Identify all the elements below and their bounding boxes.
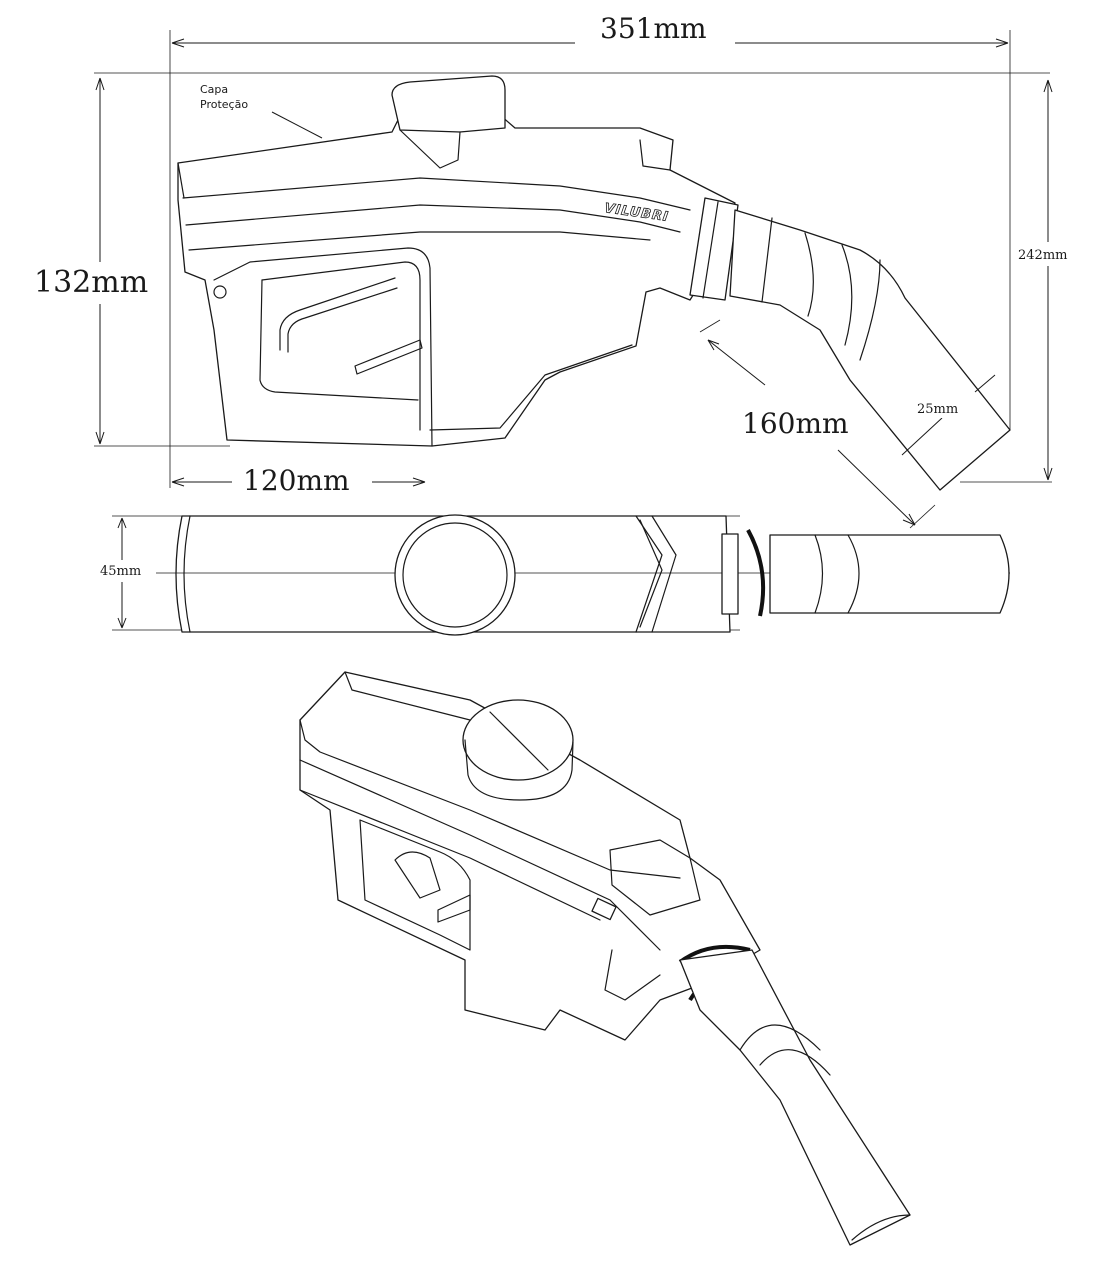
dim-spout-diameter: 25mm	[917, 402, 958, 417]
o-ring-iso-top	[678, 944, 751, 964]
spout-side	[729, 209, 1011, 491]
dim-total-height: 242mm	[1018, 248, 1067, 263]
collar-top	[721, 533, 739, 615]
isometric-view	[299, 671, 911, 1246]
top-view: 45mm	[96, 514, 1010, 636]
protection-cap	[391, 75, 506, 133]
dim-body-section-length: 120mm	[243, 464, 350, 497]
annotation-cap-line2: Proteção	[200, 98, 248, 111]
annotation-cap-line1: Capa	[200, 83, 228, 96]
nozzle-body-side	[177, 114, 736, 447]
collar	[689, 197, 739, 301]
side-view: VILUBRI 351mm 132mm 242mm 120mm	[30, 12, 1092, 529]
dim-height: 132mm	[34, 265, 148, 300]
dim-spout-length: 160mm	[742, 407, 849, 440]
spout-iso	[679, 949, 911, 1246]
annotation-cap-leader	[271, 111, 323, 139]
dim-width: 45mm	[100, 564, 141, 579]
nozzle-body-iso	[299, 671, 761, 1041]
spout-top	[769, 534, 1010, 614]
dim-overall-length: 351mm	[600, 12, 707, 45]
cap-top-outer	[394, 514, 516, 636]
o-ring-top	[746, 529, 766, 617]
